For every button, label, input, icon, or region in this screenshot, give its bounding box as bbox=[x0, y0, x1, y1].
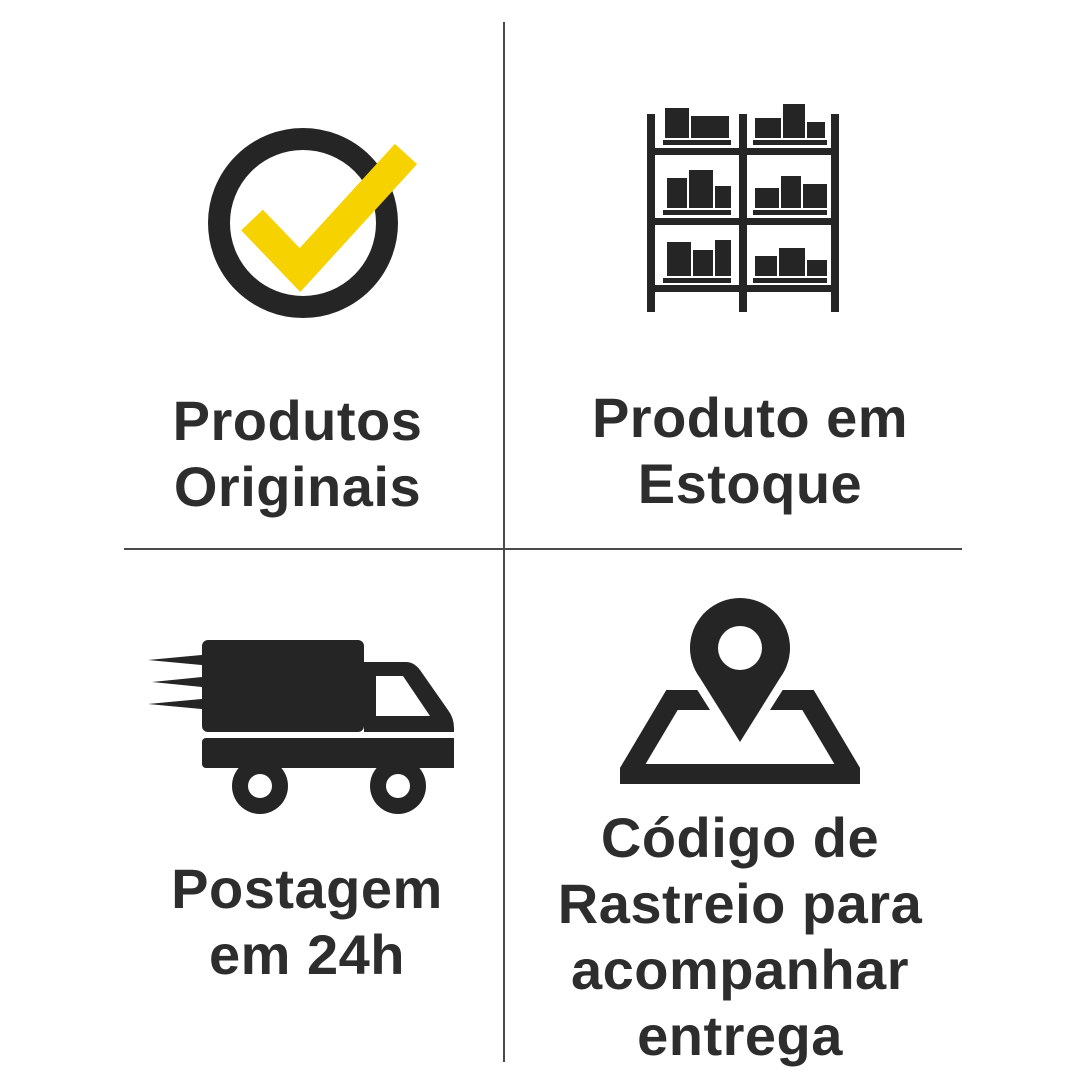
feature-label: Produtos Originais bbox=[120, 388, 475, 520]
check-circle-icon bbox=[208, 128, 418, 318]
map-pin-icon bbox=[620, 596, 860, 784]
feature-label-line: Rastreio para bbox=[557, 872, 923, 935]
feature-label-line: entrega bbox=[637, 1004, 843, 1067]
feature-label-line: acompanhar bbox=[571, 938, 909, 1001]
feature-label-line: Originais bbox=[173, 455, 422, 518]
feature-label-line: Produto em bbox=[591, 386, 909, 449]
warehouse-shelves-icon bbox=[647, 104, 839, 312]
delivery-truck-icon bbox=[148, 640, 454, 814]
feature-label-line: Código de bbox=[600, 806, 880, 869]
feature-label: Produto em Estoque bbox=[560, 385, 940, 517]
feature-label-line: Produtos bbox=[172, 389, 423, 452]
feature-label: Código de Rastreio para acompanhar entre… bbox=[540, 805, 940, 1069]
feature-label-line: Postagem bbox=[171, 857, 443, 920]
feature-label-line: Estoque bbox=[637, 452, 863, 515]
feature-label-line: em 24h bbox=[209, 923, 405, 986]
horizontal-divider bbox=[124, 548, 962, 550]
vertical-divider bbox=[503, 22, 505, 1062]
feature-label: Postagem em 24h bbox=[120, 856, 494, 988]
